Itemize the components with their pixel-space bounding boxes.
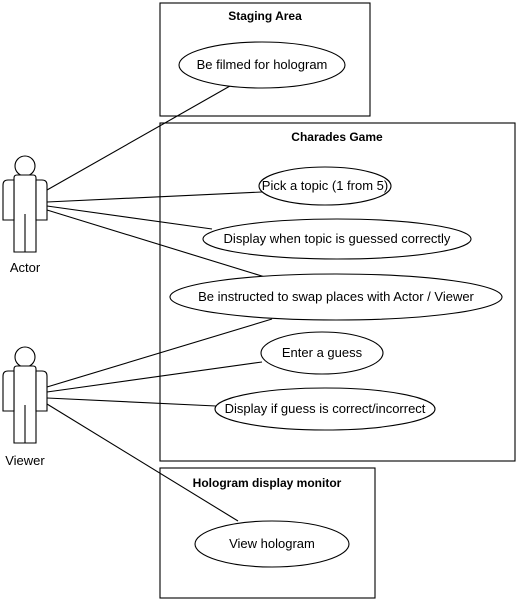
- use-case-enter-guess: Enter a guess: [260, 331, 384, 375]
- assoc-viewer-display-correct: [46, 397, 217, 407]
- boundary-hologram-monitor: Hologram display monitor: [159, 467, 376, 599]
- actor-figure-icon: [2, 155, 48, 253]
- assoc-actor-filmed: [46, 85, 231, 191]
- use-case-label: Display when topic is guessed correctly: [224, 231, 451, 246]
- actor-figure-icon: [2, 346, 48, 444]
- assoc-viewer-view-hologram: [46, 403, 239, 522]
- boundary-title-staging: Staging Area: [228, 9, 302, 23]
- actor-viewer: Viewer: [2, 346, 48, 468]
- use-case-label: Display if guess is correct/incorrect: [225, 401, 426, 416]
- use-case-view-hologram: View hologram: [194, 520, 350, 568]
- use-case-display-correct: Display if guess is correct/incorrect: [214, 387, 436, 431]
- actor-actor: Actor: [2, 155, 48, 275]
- assoc-viewer-swap-places: [46, 318, 273, 388]
- associations: [46, 85, 273, 522]
- use-case-label: View hologram: [229, 536, 315, 551]
- actor-label: Viewer: [5, 453, 45, 468]
- boundary-charades-game: Charades Game: [159, 122, 516, 462]
- use-case-label: Pick a topic (1 from 5): [262, 178, 388, 193]
- boundary-staging-area: Staging Area: [159, 2, 371, 117]
- assoc-viewer-enter-guess: [46, 361, 263, 393]
- assoc-actor-display-guessed: [46, 205, 213, 230]
- use-case-display-guessed: Display when topic is guessed correctly: [202, 218, 472, 260]
- assoc-actor-pick-topic: [46, 191, 263, 203]
- use-case-label: Be instructed to swap places with Actor …: [198, 289, 474, 304]
- use-case-label: Enter a guess: [282, 345, 363, 360]
- use-case-filmed: Be filmed for hologram: [178, 41, 346, 89]
- assoc-actor-swap-places: [46, 209, 266, 278]
- boundary-title-monitor: Hologram display monitor: [193, 476, 342, 490]
- use-case-label: Be filmed for hologram: [197, 57, 328, 72]
- actor-label: Actor: [10, 260, 41, 275]
- use-case-pick-topic: Pick a topic (1 from 5): [258, 166, 392, 206]
- use-case-swap-places: Be instructed to swap places with Actor …: [169, 273, 503, 321]
- boundary-title-charades: Charades Game: [291, 130, 383, 144]
